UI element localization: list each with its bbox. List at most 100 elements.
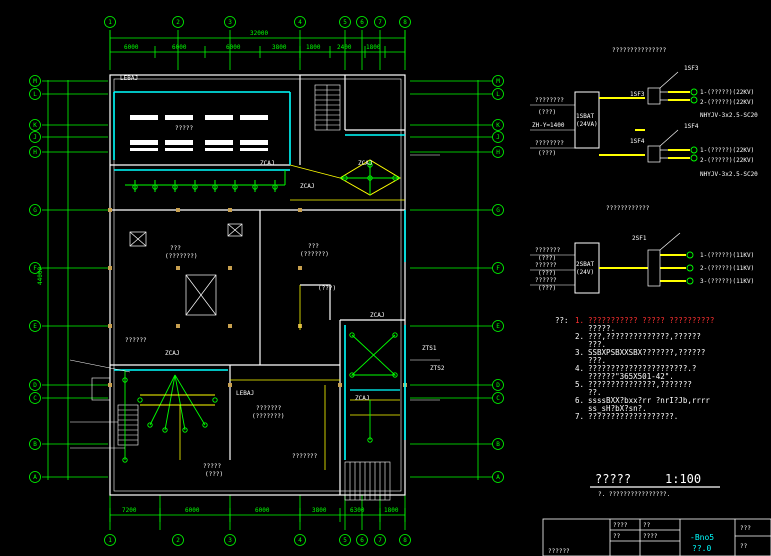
light-fixture <box>192 184 198 190</box>
axis-label: 3 <box>228 19 232 26</box>
axis-label: G <box>496 207 500 214</box>
note-text: ???????????????????. <box>588 412 678 421</box>
tag: ZCAJ <box>260 160 274 167</box>
axis-label: K <box>496 122 500 129</box>
wall-inner <box>113 78 402 492</box>
room-label: (??????) <box>300 251 329 258</box>
input-label: ???????? <box>535 140 564 147</box>
axis-bubble: 3 <box>224 16 236 28</box>
room-label: ????? <box>203 463 221 470</box>
tb-cell: ???? <box>643 533 658 540</box>
note-text-cont: ?????. <box>588 324 615 333</box>
input-label: ???????? <box>535 97 564 104</box>
axis-label: C <box>33 395 37 402</box>
axis-label: E <box>33 323 37 330</box>
note-number: 4. <box>575 364 584 373</box>
axis-label: H <box>33 149 37 156</box>
axis-bubble: 6 <box>356 534 368 546</box>
drawing-name: ????? <box>595 472 631 486</box>
axis-label: F <box>496 265 500 272</box>
note-text: SSBXPSBXXSBX???????,?????? <box>588 348 705 357</box>
dim-bottom-segments: 7200 6000 6000 3800 6300 1800 <box>122 507 399 514</box>
axis-label: H <box>496 149 500 156</box>
axis-bubble: D <box>492 379 504 391</box>
axis-bubble: D <box>29 379 41 391</box>
input-label: ?????? <box>535 262 557 269</box>
room-label: ??????? <box>292 453 318 460</box>
lighting-circuit-lower-left <box>124 370 215 460</box>
light-fixture <box>147 422 153 428</box>
light-fixture <box>212 184 218 190</box>
axis-label: 7 <box>378 19 382 26</box>
input-label: ZH-Y=1400 <box>532 122 565 129</box>
input-label: (???) <box>538 255 556 262</box>
tb-cell: ?? <box>643 522 651 529</box>
axis-bubble: G <box>29 204 41 216</box>
note-text-cont: ss_sH?bX?sn?. <box>588 404 647 413</box>
tag: ZCAJ <box>355 395 369 402</box>
axis-label: 5 <box>343 19 347 26</box>
tb-cell: -Bno5 <box>690 533 714 542</box>
axis-label: B <box>33 441 37 448</box>
equipment-tags: ZCAJ ZCAJ ZCAJ ZCAJ ZCAJ ZCAJ LEBAJ LEBA… <box>120 75 445 402</box>
equipment-top-room <box>130 115 268 151</box>
cable-note: NHYJV-3x2.5-SC20 <box>700 112 758 119</box>
axis-bubble: A <box>29 471 41 483</box>
columns <box>108 208 407 387</box>
axis-bubble: 8 <box>399 16 411 28</box>
light-fixture <box>349 372 355 378</box>
stair-top <box>314 84 341 131</box>
tag: LEBAJ <box>236 390 254 397</box>
axis-bubble: 5 <box>339 534 351 546</box>
dim-bottom-seg: 1800 <box>384 507 399 514</box>
axis-bubble: 7 <box>374 534 386 546</box>
output-label: 1-(?????)(11KV) <box>700 252 754 259</box>
note-number: 7. <box>575 412 584 421</box>
stair-bottom-left <box>117 404 139 446</box>
note-text: ??????????? ????? ?????????? <box>588 316 714 325</box>
lighting-circuit-lower-right <box>350 334 400 440</box>
dim-bottom-seg: 6000 <box>255 507 270 514</box>
dim-top-seg: 1800 <box>306 44 321 51</box>
room-labels: ????? ??? (???????) ??? (??????) (???) ?… <box>165 125 336 478</box>
light-fixture <box>367 175 373 181</box>
note-text-cont: ???. <box>588 340 606 349</box>
axis-bubble: H <box>492 146 504 158</box>
light-fixtures <box>122 162 398 463</box>
drawing-scale: 1:100 <box>665 472 701 486</box>
axis-label: M <box>496 78 500 85</box>
distribution-lines <box>179 285 340 470</box>
notes-block: ??: 1.??????????? ????? ???????????????.… <box>555 316 714 421</box>
light-fixture <box>392 175 398 181</box>
axis-label: 6 <box>360 19 364 26</box>
tag: ZCAJ <box>358 160 372 167</box>
title-block <box>542 518 771 556</box>
axis-bubble: M <box>492 75 504 87</box>
light-fixture <box>272 184 278 190</box>
tb-cell: ?? <box>740 543 748 550</box>
system-diagram-1: 1SBAT (24VA) ???????? (???) ZH-Y=1400 ??… <box>530 65 758 178</box>
axis-label: 2 <box>176 537 180 544</box>
output-label: 1-(?????)(22KV) <box>700 147 754 154</box>
axis-label: 1 <box>108 537 112 544</box>
tag: ZCAJ <box>165 350 179 357</box>
axis-bubble: B <box>29 438 41 450</box>
note-text: ??????????????????????.? <box>588 364 696 373</box>
axis-label: M <box>33 78 37 85</box>
light-fixture <box>132 184 138 190</box>
branch-code: 1SF4 <box>630 138 645 145</box>
room-label: ??? <box>308 243 319 250</box>
axis-bubble: A <box>492 471 504 483</box>
axis-label: C <box>496 395 500 402</box>
system-title-2: ???????????? <box>606 205 650 212</box>
note-number: 6. <box>575 396 584 405</box>
axis-label: L <box>33 91 37 98</box>
axis-bubble: F <box>492 262 504 274</box>
axis-label: D <box>33 382 37 389</box>
axis-label: 4 <box>298 19 302 26</box>
dim-left-total: 44000 <box>37 267 44 285</box>
dim-top-seg: 3800 <box>272 44 287 51</box>
drawing-subtitle: ?. ????????????????. <box>598 491 670 498</box>
axis-label: 8 <box>403 19 407 26</box>
